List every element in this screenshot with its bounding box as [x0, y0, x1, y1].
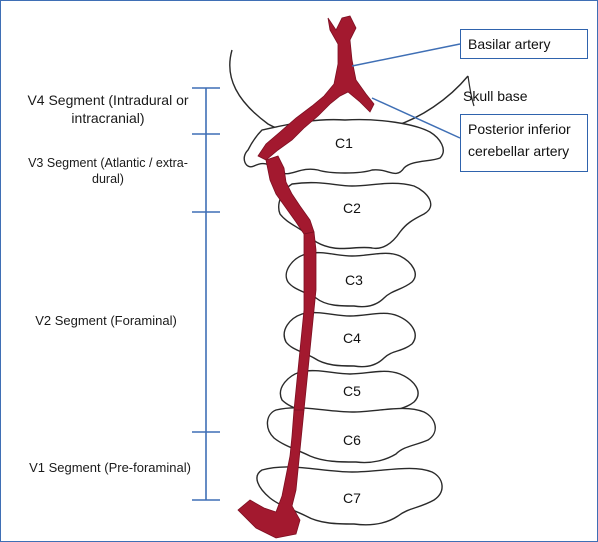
- skull-base-label: Skull base: [463, 88, 528, 104]
- basilar-callout-line: [352, 44, 460, 66]
- segment-bracket: [192, 88, 220, 500]
- v3-segment-label: V3 Segment (Atlantic / extra-dural): [18, 156, 198, 187]
- vertebra-label-c7: C7: [332, 490, 372, 506]
- vertebra-label-c1: C1: [324, 135, 364, 151]
- vertebra-label-c4: C4: [332, 330, 372, 346]
- vertebra-label-c2: C2: [332, 200, 372, 216]
- basilar-artery-callout: Basilar artery: [460, 29, 588, 59]
- v4-segment-label: V4 Segment (Intradural or intracranial): [10, 92, 206, 127]
- v1-segment-label: V1 Segment (Pre-foraminal): [16, 460, 204, 476]
- vertebra-label-c3: C3: [334, 272, 374, 288]
- vertebra-label-c5: C5: [332, 383, 372, 399]
- vertebra-label-c6: C6: [332, 432, 372, 448]
- pica-callout: Posterior inferior cerebellar artery: [460, 114, 588, 172]
- v2-segment-label: V2 Segment (Foraminal): [18, 313, 194, 329]
